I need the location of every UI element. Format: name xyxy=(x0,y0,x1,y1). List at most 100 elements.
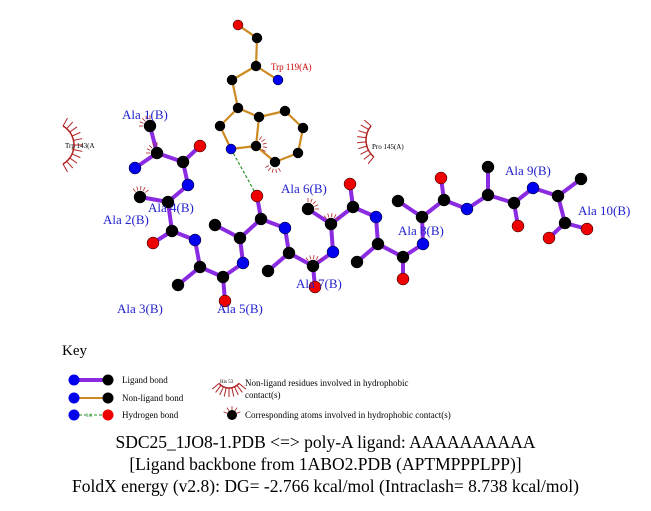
pro145-label: Pro 145(A) xyxy=(372,143,404,151)
atom-c xyxy=(133,190,147,204)
hydrophobic-contact-spikes xyxy=(261,149,266,152)
pro145-hydrophobic-arc-spike xyxy=(363,119,372,127)
atom-o xyxy=(343,177,357,191)
ligand-residue-label: Ala 9(B) xyxy=(505,163,551,178)
key-hydrophobic-arc-spike xyxy=(236,385,243,393)
atom-c xyxy=(261,264,275,278)
atom-c xyxy=(233,231,247,245)
hydrophobic-contact-spikes xyxy=(259,136,262,141)
key-hydrophobic-residues: Non-ligand residues involved in hydropho… xyxy=(245,378,409,400)
ligand-residue-label: Ala 4(B) xyxy=(148,200,194,215)
ligand-residue-label: Ala 10(B) xyxy=(578,203,630,218)
atom-c xyxy=(269,156,281,168)
atom-o xyxy=(193,139,207,153)
atom-c xyxy=(437,193,451,207)
hydrophobic-contact-spikes xyxy=(327,213,330,218)
key-hydrophobic-arc-spike xyxy=(231,387,235,397)
atom-n xyxy=(236,256,250,270)
atom-o xyxy=(146,236,160,250)
atom-c xyxy=(250,140,262,152)
atom-o xyxy=(250,189,264,203)
key-hydrophobic-arc-spike xyxy=(223,387,227,397)
atom-c xyxy=(253,111,265,123)
key-hydrophobic-arc-spike xyxy=(238,382,247,390)
trp143-hydrophobic-arc-spike xyxy=(66,121,74,129)
atom-c xyxy=(396,250,410,264)
trp143-hydrophobic-arc-spike xyxy=(71,131,81,137)
atom-c xyxy=(574,172,588,186)
key-atom-spikes xyxy=(223,411,228,414)
atom-n xyxy=(326,245,340,259)
atom-o xyxy=(218,294,232,308)
key-hydrophobic-arc-spike xyxy=(234,386,239,396)
hydrophobic-contact-spikes xyxy=(262,142,267,145)
atom-c xyxy=(251,32,263,44)
trp143-hydrophobic-arc-spike xyxy=(69,126,78,133)
hydrophobic-contact-spikes xyxy=(141,117,146,122)
trp143-hydrophobic-arc-spike xyxy=(66,161,74,169)
key-atom xyxy=(102,392,114,404)
hydrophobic-contact-spikes xyxy=(132,188,136,192)
atom-o xyxy=(434,171,448,185)
trp143-hydrophobic-arc-spike xyxy=(71,153,81,159)
atom-c xyxy=(254,212,268,226)
atom-c xyxy=(551,189,565,203)
pro145-hydrophobic-arc-spike xyxy=(360,124,369,130)
atom-c xyxy=(324,217,338,231)
atom-c xyxy=(165,224,179,238)
key-hydrophobic-arc-spike xyxy=(215,385,222,393)
hydrophobic-contact-spikes xyxy=(145,115,148,120)
key-atom-spikes xyxy=(236,411,241,414)
hydrophobic-contact-spikes xyxy=(145,189,149,193)
atom-c xyxy=(346,200,360,214)
atom-n xyxy=(181,178,195,192)
ligand-residue-label: Ala 6(B) xyxy=(281,181,327,196)
ligand-residue-label: Ala 1(B) xyxy=(122,107,168,122)
key-hydrophobic-arc-spike xyxy=(219,386,224,396)
atom-o xyxy=(580,222,594,236)
atom-n xyxy=(416,237,430,251)
atom-c xyxy=(297,122,309,134)
atom-n xyxy=(278,221,292,235)
pro145-hydrophobic-arc xyxy=(365,125,375,158)
key-hbond: Hydrogen bond xyxy=(122,410,179,420)
trp143-hydrophobic-arc-spike xyxy=(73,138,83,141)
pro145-hydrophobic-arc-spike xyxy=(357,136,367,139)
atom-n xyxy=(188,233,202,247)
trp119-label: Trp 119(A) xyxy=(271,62,312,72)
atom-n xyxy=(128,161,142,175)
hydrophobic-contact-spikes xyxy=(305,257,309,261)
caption-line-1: SDC25_1JO8-1.PDB <=> poly-A ligand: AAAA… xyxy=(115,432,536,452)
atom-c xyxy=(481,160,495,174)
key-atom xyxy=(102,374,114,386)
pro145-hydrophobic-arc-spike xyxy=(357,141,367,144)
key-atom-n xyxy=(68,392,80,404)
key-atom-n xyxy=(68,374,80,386)
hydrophobic-contact-spikes xyxy=(333,214,337,218)
atom-c xyxy=(150,146,164,160)
key-atom-spikes xyxy=(226,407,230,412)
atom-c xyxy=(481,188,495,202)
atom-c xyxy=(193,260,207,274)
caption-line-2: [Ligand backbone from 1ABO2.PDB (APTMPPP… xyxy=(129,454,522,474)
atom-c xyxy=(415,210,429,224)
trp143-hydrophobic-arc-spike xyxy=(62,163,68,173)
key-ligand-bond: Ligand bond xyxy=(122,375,168,385)
atom-c xyxy=(391,194,405,208)
key-hbond-distance: 3.0 xyxy=(86,414,93,419)
hydrophobic-contact-spikes xyxy=(261,138,265,143)
key-nonligand-bond: Non-ligand bond xyxy=(122,393,184,403)
hydrophobic-contact-spikes xyxy=(139,121,144,124)
hydrophobic-contact-spikes xyxy=(314,204,319,207)
hydrophobic-contact-spikes xyxy=(152,142,155,147)
hydrogen-bond xyxy=(230,148,258,197)
hydrophobic-contact-spikes xyxy=(323,215,327,219)
hydrophobic-contact-spikes xyxy=(336,216,340,220)
ligand-residue-label: Ala 3(B) xyxy=(117,301,163,316)
atom-c xyxy=(161,195,175,209)
atom-n xyxy=(272,74,284,86)
ligand-residue-label: Ala 5(B) xyxy=(217,301,263,316)
atom-c xyxy=(371,237,385,251)
key-title: Key xyxy=(62,343,87,359)
